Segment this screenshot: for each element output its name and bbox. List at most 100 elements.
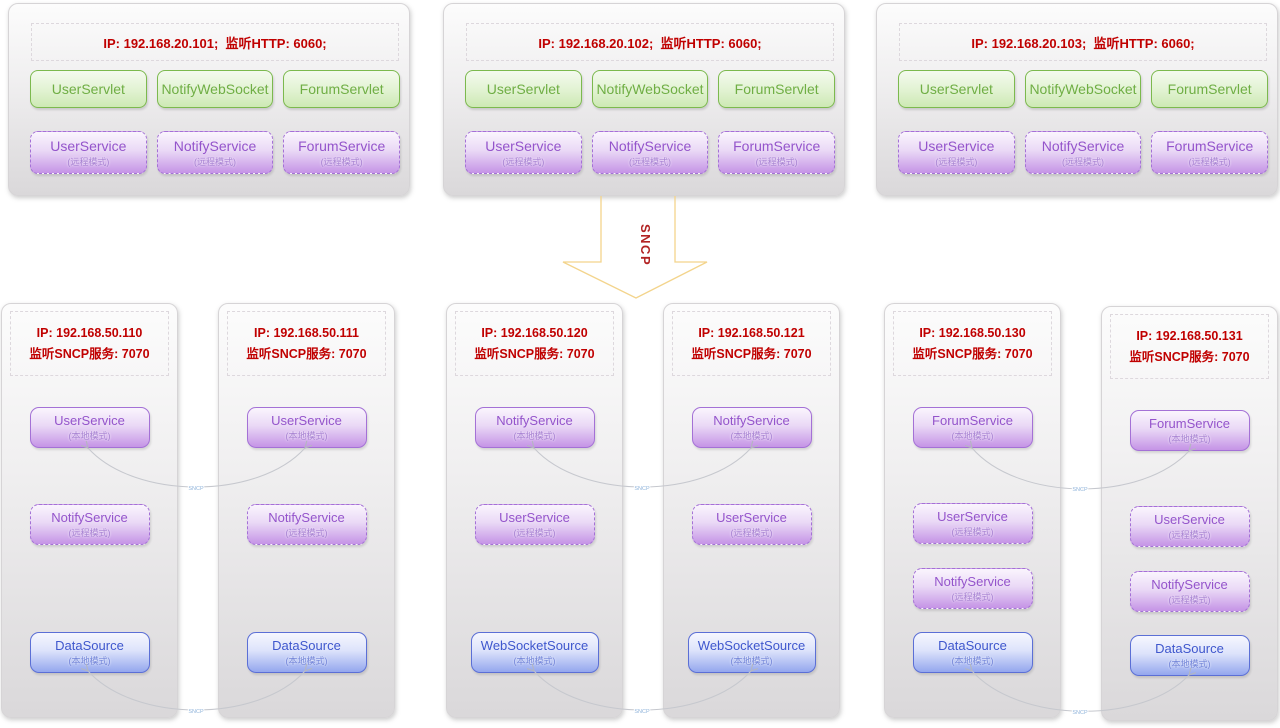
service-box: UserService (远程模式) [912,503,1033,544]
listen-line: 监听SNCP服务: 7070 [474,346,595,361]
listen-line: 监听SNCP服务: 7070 [29,346,150,361]
service-mode: (远程模式) [285,528,328,538]
service-box: NotifyService (远程模式) [246,504,367,545]
servlet-box: UserServlet [30,70,147,108]
service-name: UserService [499,510,570,525]
service-name: NotifyService [268,510,345,525]
service-name: DataSource [272,638,341,653]
service-box: DataSource (本地模式) [912,632,1033,673]
service-name: ForumService [932,413,1013,428]
servlet-box: ForumServlet [718,70,836,108]
service-name: UserService [918,137,995,154]
servlet-box: NotifyWebSocket [1024,70,1142,108]
service-name: DataSource [55,638,124,653]
http-server-node-102: IP: 192.168.20.102; 监听HTTP: 6060; UserSe… [443,3,845,196]
servlet-row: UserServlet NotifyWebSocket ForumServlet [898,70,1269,108]
service-mode: (远程模式) [67,156,110,167]
service-name: NotifyService [496,413,573,428]
service-mode: (本地模式) [285,431,328,441]
service-mode: (远程模式) [1188,156,1231,167]
service-mode: (本地模式) [1168,434,1211,444]
service-mode: (本地模式) [730,431,773,441]
service-name: NotifyService [1041,137,1125,154]
service-name: DataSource [1155,641,1224,656]
sncp-server-node-130: IP: 192.168.50.130 监听SNCP服务: 7070 ForumS… [884,303,1061,718]
service-mode: (本地模式) [730,656,773,666]
service-mode: (远程模式) [194,156,236,167]
service-box: UserService (远程模式) [898,131,1015,174]
connector-label: SNCP [634,486,650,492]
service-mode: (远程模式) [502,156,545,167]
sncp-server-node-110: IP: 192.168.50.110 监听SNCP服务: 7070 UserSe… [1,303,178,718]
service-name: DataSource [938,638,1007,653]
ip-header: IP: 192.168.50.111 监听SNCP服务: 7070 [227,311,386,376]
service-mode: (远程模式) [951,592,994,602]
service-box: ForumService (本地模式) [1129,410,1250,451]
service-box: NotifyService (本地模式) [691,407,812,448]
ip-header: IP: 192.168.50.131 监听SNCP服务: 7070 [1110,314,1269,379]
service-row: UserService (远程模式) NotifyService (远程模式) … [465,131,836,174]
service-name: ForumService [1166,137,1254,154]
connector-label: SNCP [188,486,204,492]
ip-header-text: IP: 192.168.20.101; 监听HTTP: 6060; [103,35,327,51]
sncp-server-node-111: IP: 192.168.50.111 监听SNCP服务: 7070 UserSe… [218,303,395,718]
servlet-row: UserServlet NotifyWebSocket ForumServlet [30,70,401,108]
service-box: ForumService (远程模式) [718,131,836,174]
service-box: ForumService (本地模式) [912,407,1033,448]
service-name: NotifyService [934,574,1011,589]
service-mode: (本地模式) [1168,659,1211,669]
ip-header: IP: 192.168.50.121 监听SNCP服务: 7070 [672,311,831,376]
service-box: UserService (本地模式) [246,407,367,448]
service-name: NotifyService [713,413,790,428]
http-server-node-101: IP: 192.168.20.101; 监听HTTP: 6060; UserSe… [8,3,410,196]
connector-label: SNCP [188,709,204,715]
sncp-server-node-131: IP: 192.168.50.131 监听SNCP服务: 7070 ForumS… [1101,306,1278,721]
ip-line: IP: 192.168.50.111 [254,325,359,340]
ip-line: IP: 192.168.50.130 [919,325,1026,340]
service-name: ForumService [1149,416,1230,431]
service-name: NotifyService [608,137,692,154]
listen-line: 监听SNCP服务: 7070 [246,346,367,361]
ip-line: IP: 192.168.50.120 [481,325,588,340]
http-server-node-103: IP: 192.168.20.103; 监听HTTP: 6060; UserSe… [876,3,1278,196]
service-mode: (本地模式) [951,431,994,441]
service-box: NotifyService (远程模式) [1024,131,1142,174]
service-name: UserService [1154,512,1225,527]
service-mode: (远程模式) [935,156,978,167]
service-mode: (本地模式) [513,656,556,666]
servlet-box: ForumServlet [1151,70,1269,108]
ip-header: IP: 192.168.20.102; 监听HTTP: 6060; [466,23,834,61]
service-name: NotifyService [173,137,257,154]
service-row: UserService (远程模式) NotifyService (远程模式) … [898,131,1269,174]
sncp-server-node-120: IP: 192.168.50.120 监听SNCP服务: 7070 Notify… [446,303,623,718]
service-row: UserService (远程模式) NotifyService (远程模式) … [30,131,401,174]
service-box: NotifyService (远程模式) [591,131,709,174]
ip-header-text: IP: 192.168.20.103; 监听HTTP: 6060; [971,35,1195,51]
servlet-box: NotifyWebSocket [591,70,709,108]
ip-line: IP: 192.168.50.121 [698,325,805,340]
service-box: UserService (远程模式) [30,131,147,174]
service-box: UserService (远程模式) [474,504,595,545]
ip-header: IP: 192.168.50.130 监听SNCP服务: 7070 [893,311,1052,376]
service-box: DataSource (本地模式) [246,632,367,673]
service-box: UserService (远程模式) [1129,506,1250,547]
service-name: UserService [937,509,1008,524]
service-box: UserService (远程模式) [691,504,812,545]
sncp-server-node-121: IP: 192.168.50.121 监听SNCP服务: 7070 Notify… [663,303,840,718]
service-name: UserService [716,510,787,525]
service-name: UserService [485,137,562,154]
service-box: ForumService (远程模式) [283,131,401,174]
service-mode: (本地模式) [951,656,994,666]
service-name: UserService [271,413,342,428]
service-box: WebSocketSource (本地模式) [470,632,599,673]
ip-header: IP: 192.168.20.101; 监听HTTP: 6060; [31,23,399,61]
service-mode: (远程模式) [629,156,671,167]
service-name: WebSocketSource [697,638,806,653]
service-mode: (远程模式) [320,156,363,167]
ip-line: IP: 192.168.50.110 [36,325,143,340]
ip-header: IP: 192.168.50.110 监听SNCP服务: 7070 [10,311,169,376]
servlet-box: UserServlet [898,70,1015,108]
service-mode: (远程模式) [755,156,798,167]
service-box: DataSource (本地模式) [29,632,150,673]
